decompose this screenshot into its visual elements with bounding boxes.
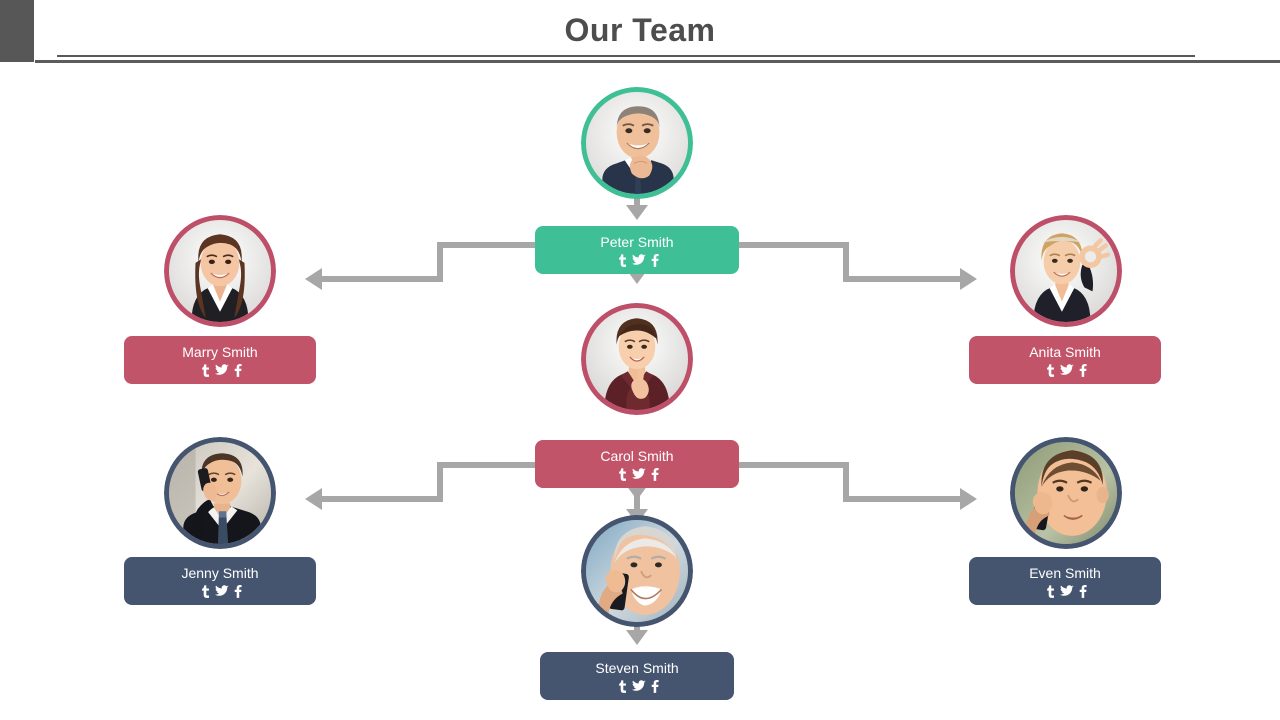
- twitter-bird-icon[interactable]: [214, 364, 229, 376]
- facebook-icon[interactable]: [651, 679, 659, 693]
- facebook-icon[interactable]: [1079, 363, 1087, 377]
- node-jenny[interactable]: Jenny Smith: [124, 557, 316, 605]
- social-links-steven: [616, 679, 659, 693]
- node-name-jenny: Jenny Smith: [181, 565, 259, 581]
- social-links-carol: [616, 467, 659, 481]
- avatar-ring-carol: [581, 303, 693, 415]
- connector-carol-to-jenny-arrowhead: [305, 488, 322, 510]
- connector-carol-to-jenny-seg-top: [437, 462, 541, 468]
- connector-peter-to-anita-arrowhead: [960, 268, 977, 290]
- node-steven[interactable]: Steven Smith: [540, 652, 734, 700]
- twitter-bird-icon[interactable]: [631, 254, 646, 266]
- node-carol[interactable]: Carol Smith: [535, 440, 739, 488]
- connector-peter-to-marry-seg-top: [437, 242, 541, 248]
- facebook-icon[interactable]: [1079, 584, 1087, 598]
- connector-carol-to-jenny-seg-drop: [437, 462, 443, 502]
- facebook-icon[interactable]: [651, 253, 659, 267]
- avatar-ring-steven: [581, 515, 693, 627]
- tumblr-icon[interactable]: [1044, 363, 1055, 377]
- twitter-bird-icon[interactable]: [631, 468, 646, 480]
- connector-peter-to-anita-seg-bottom: [843, 276, 962, 282]
- social-links-marry: [199, 363, 242, 377]
- tumblr-icon[interactable]: [1044, 584, 1055, 598]
- node-name-steven: Steven Smith: [595, 660, 679, 676]
- header-divider-line-secondary: [35, 60, 1280, 63]
- facebook-icon[interactable]: [651, 467, 659, 481]
- avatar-ring-jenny: [164, 437, 276, 549]
- node-name-anita: Anita Smith: [1029, 344, 1101, 360]
- tumblr-icon[interactable]: [616, 253, 627, 267]
- node-peter[interactable]: Peter Smith: [535, 226, 739, 274]
- connector-peter-to-carol-arrowhead: [626, 205, 648, 220]
- tumblr-icon[interactable]: [199, 584, 210, 598]
- connector-peter-to-marry-arrowhead: [305, 268, 322, 290]
- connector-carol-to-even-seg-bottom: [843, 496, 962, 502]
- avatar-jenny[interactable]: [164, 437, 276, 549]
- avatar-anita[interactable]: [1010, 215, 1122, 327]
- connector-peter-to-anita-seg-top: [733, 242, 843, 248]
- node-marry[interactable]: Marry Smith: [124, 336, 316, 384]
- node-name-marry: Marry Smith: [182, 344, 258, 360]
- header-divider-line: [57, 55, 1195, 57]
- connector-carolplate-to-stevenavatar: [634, 487, 640, 511]
- connector-carol-to-even-arrowhead: [960, 488, 977, 510]
- avatar-peter[interactable]: [581, 87, 693, 199]
- node-name-even: Even Smith: [1029, 565, 1101, 581]
- connector-carol-to-jenny-seg-bottom: [322, 496, 443, 502]
- avatar-even[interactable]: [1010, 437, 1122, 549]
- connector-peter-to-marry-seg-bottom: [322, 276, 443, 282]
- avatar-ring-even: [1010, 437, 1122, 549]
- connector-carol-to-even-seg-top: [733, 462, 843, 468]
- node-even[interactable]: Even Smith: [969, 557, 1161, 605]
- tumblr-icon[interactable]: [199, 363, 210, 377]
- twitter-bird-icon[interactable]: [1059, 585, 1074, 597]
- tumblr-icon[interactable]: [616, 679, 627, 693]
- node-anita[interactable]: Anita Smith: [969, 336, 1161, 384]
- tumblr-icon[interactable]: [616, 467, 627, 481]
- social-links-peter: [616, 253, 659, 267]
- page-title: Our Team: [564, 12, 716, 48]
- social-links-even: [1044, 584, 1087, 598]
- twitter-bird-icon[interactable]: [1059, 364, 1074, 376]
- social-links-anita: [1044, 363, 1087, 377]
- twitter-bird-icon[interactable]: [214, 585, 229, 597]
- node-name-carol: Carol Smith: [600, 448, 674, 464]
- twitter-bird-icon[interactable]: [631, 680, 646, 692]
- avatar-carol[interactable]: [581, 303, 693, 415]
- avatar-steven[interactable]: [581, 515, 693, 627]
- page-header: Our Team: [0, 0, 1280, 66]
- avatar-marry[interactable]: [164, 215, 276, 327]
- connector-peter-to-anita-seg-drop: [843, 242, 849, 282]
- connector-peter-to-marry-seg-drop: [437, 242, 443, 282]
- connector-carol-to-even-seg-drop: [843, 462, 849, 502]
- facebook-icon[interactable]: [234, 584, 242, 598]
- avatar-ring-anita: [1010, 215, 1122, 327]
- avatar-ring-marry: [164, 215, 276, 327]
- header-accent-bar: [0, 0, 34, 62]
- facebook-icon[interactable]: [234, 363, 242, 377]
- social-links-jenny: [199, 584, 242, 598]
- org-chart: Peter Smith: [0, 66, 1280, 720]
- avatar-ring-peter: [581, 87, 693, 199]
- connector-steven-avatar-to-plate-arrowhead: [626, 630, 648, 645]
- node-name-peter: Peter Smith: [600, 234, 674, 250]
